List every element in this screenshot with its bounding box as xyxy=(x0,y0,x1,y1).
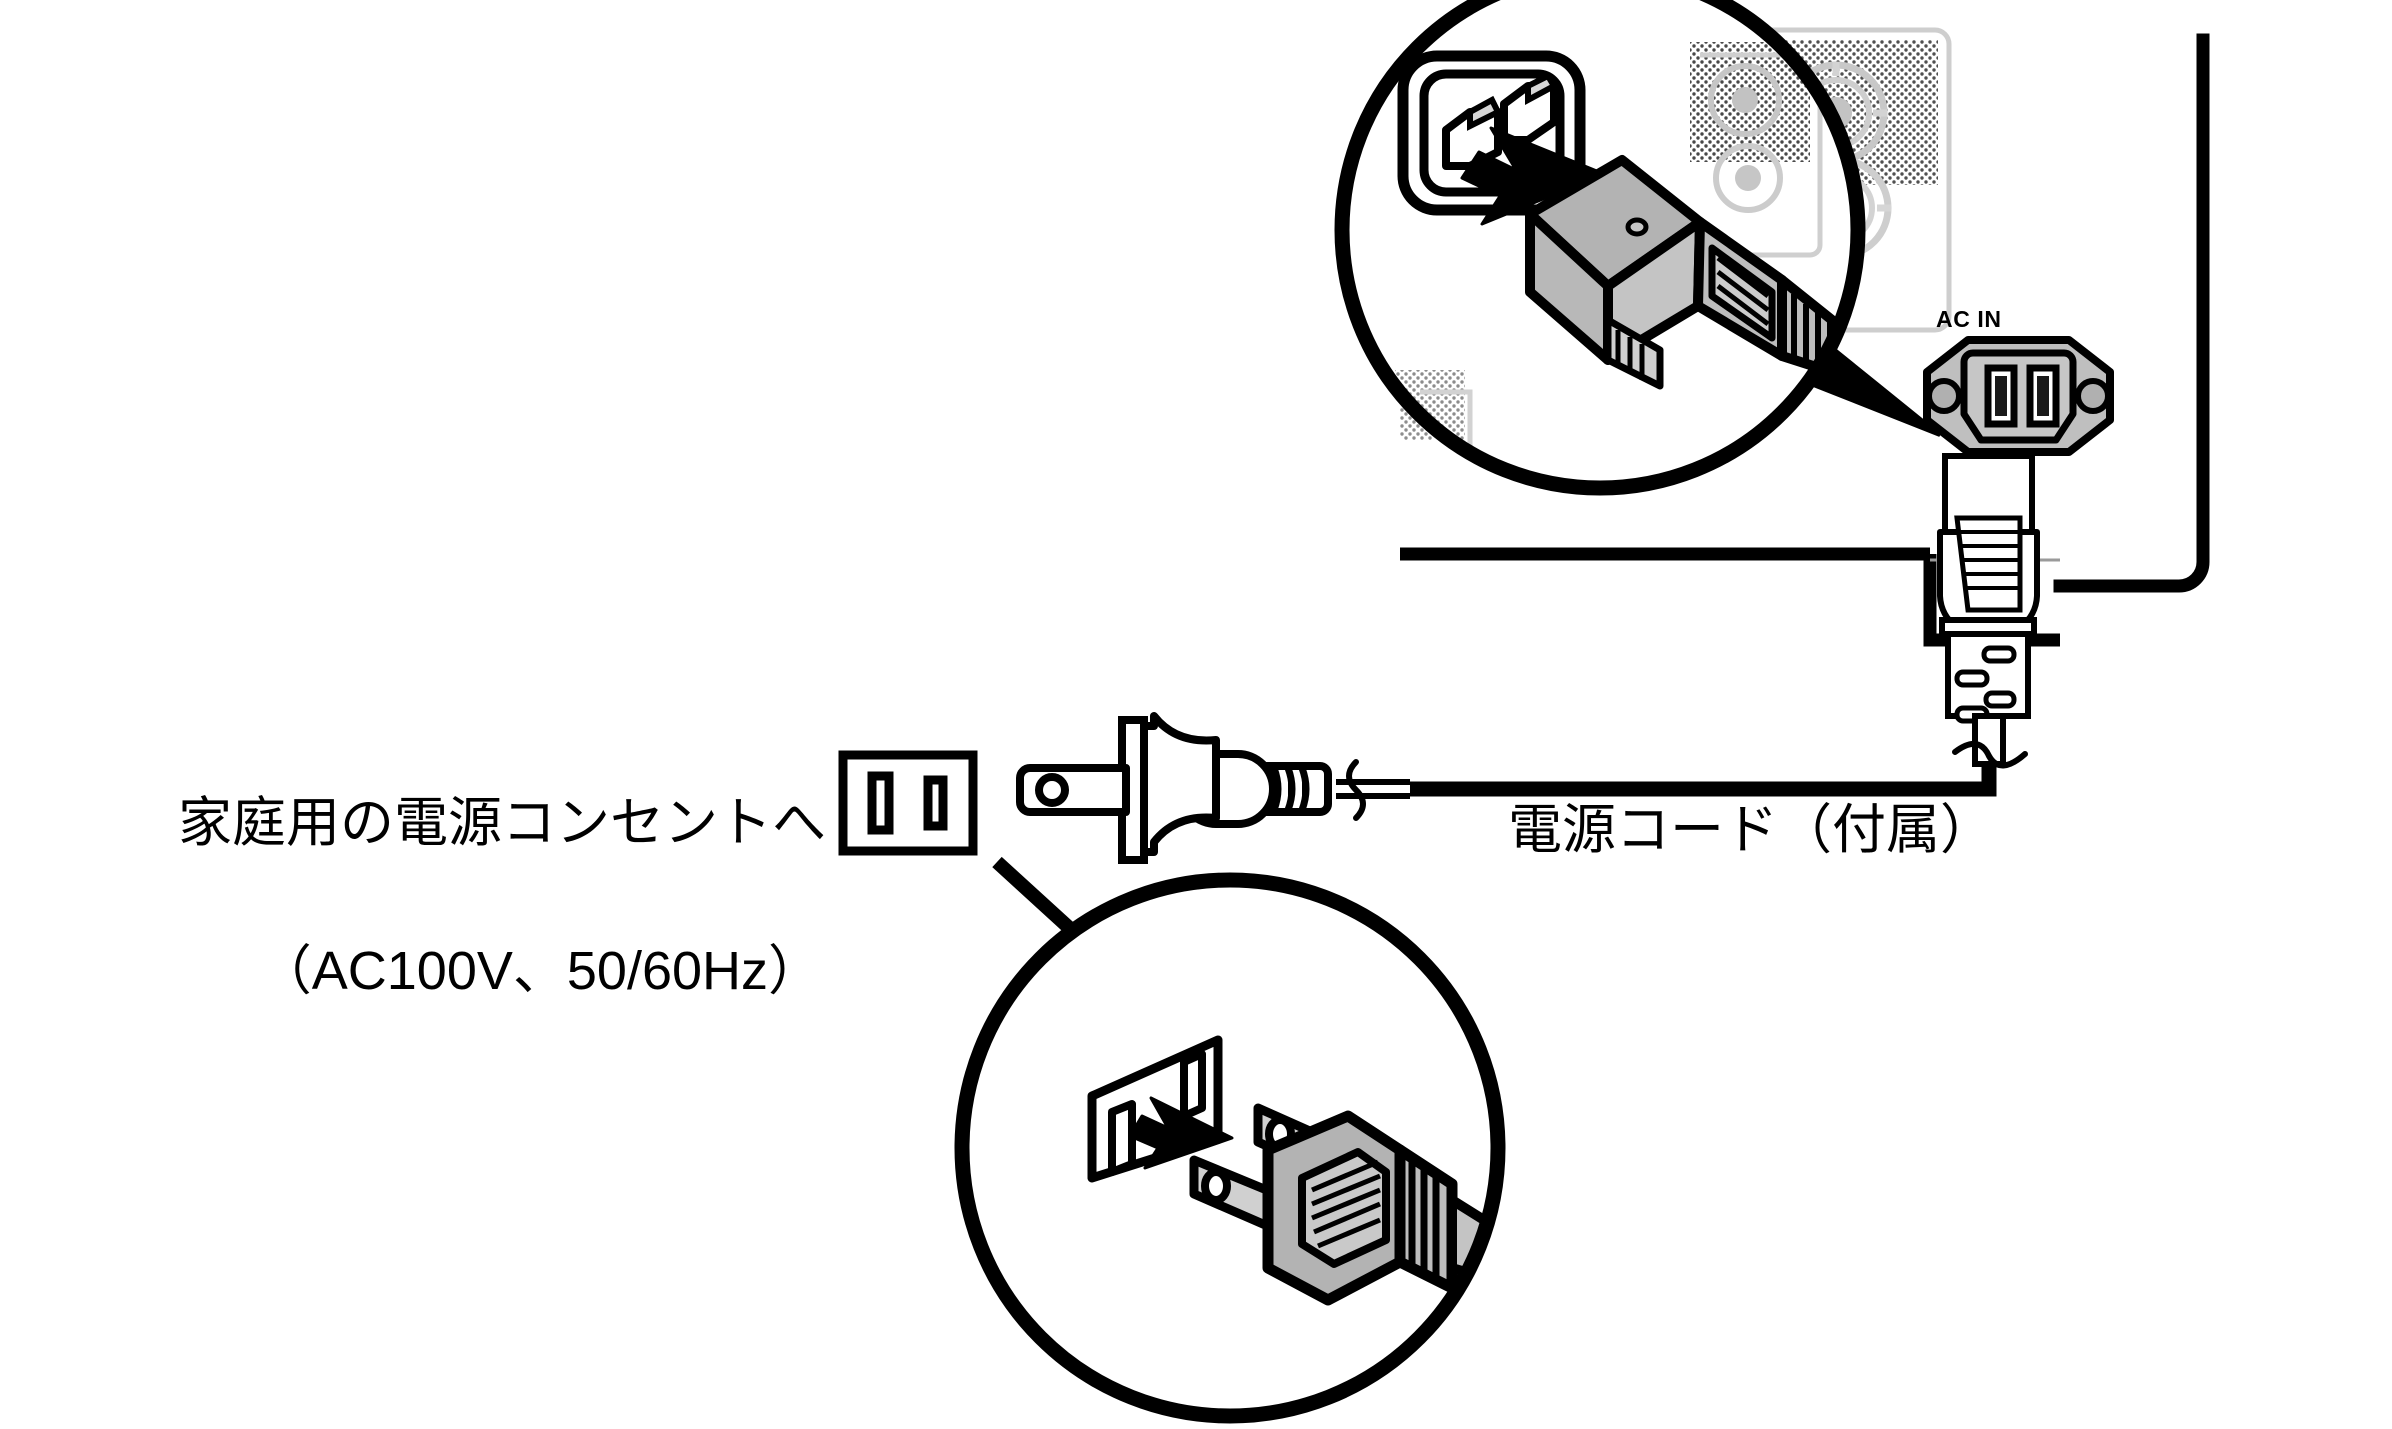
boot-slots xyxy=(1954,645,2017,724)
plug-body xyxy=(1134,712,1220,856)
ac-inlet-magnifier xyxy=(1334,0,1866,496)
plug-lead-break-symbol xyxy=(1346,759,1366,821)
outlet-slot-right xyxy=(923,775,948,831)
lens-connector-dimple xyxy=(1625,217,1649,237)
magnifier-rim-top xyxy=(1334,0,1866,496)
inlet-screw-hole-right xyxy=(2075,378,2111,414)
lens-inlet-pin-right-top xyxy=(1525,72,1559,106)
plug-blade-hole xyxy=(1035,773,1069,807)
connector-grip-ribs xyxy=(1959,530,2018,590)
lens-inlet-pin-left-top xyxy=(1467,95,1503,131)
magnifier-rim-bottom xyxy=(954,872,1506,1424)
ac-inlet xyxy=(1923,336,2114,456)
wall-outlet-label-line1: 家庭用の電源コンセントへ xyxy=(178,793,827,853)
inlet-pin-left xyxy=(1995,376,2007,416)
lens-plug-boot-ribs xyxy=(1408,1158,1440,1284)
lens-insertion-arrow-top xyxy=(1460,126,1606,226)
plug-lead-wires xyxy=(1336,779,1410,799)
panel-right-edge xyxy=(2053,33,2210,593)
lens-lower-outline xyxy=(1420,389,1473,462)
lens-outlet-slot-right xyxy=(1180,1050,1206,1120)
wall-outlet-magnifier xyxy=(954,872,1506,1424)
inlet-pin-right xyxy=(2037,376,2049,416)
lens-wall-plug xyxy=(1189,1103,1498,1306)
outlet-slot-left xyxy=(867,771,894,835)
power-cord-label: 電源コード（付属） xyxy=(1508,800,1994,860)
lens-post-lower-core xyxy=(1735,165,1761,191)
lens-plug-blade-lower-hole xyxy=(1201,1168,1231,1204)
lens-binding-post-upper xyxy=(1708,63,1782,137)
power-cord-route xyxy=(1410,762,1997,797)
lens-plug-grip-ribs xyxy=(1311,1159,1381,1249)
cord-break-symbol xyxy=(1952,741,2028,769)
iec-connector-front-view xyxy=(1937,453,2040,769)
terminal-block-outline xyxy=(1760,27,1952,333)
lens-connector-grip-ribs xyxy=(1716,256,1770,326)
wall-plug-side-view xyxy=(1016,712,1410,864)
inlet-screw-hole-left xyxy=(1926,378,1962,414)
outlet-faceplate xyxy=(838,750,978,856)
lens-connector-latch-strip xyxy=(1604,316,1664,390)
ac-in-label: AC IN xyxy=(1936,306,2002,332)
wall-outlet-label-line2: （AC100V、50/60Hz） xyxy=(257,941,823,1001)
lens-insertion-arrow-bottom xyxy=(1128,1096,1234,1170)
lens-latch-ribs xyxy=(1615,330,1645,380)
lens-outlet-slot-left xyxy=(1108,1100,1136,1176)
lens-binding-post-lower xyxy=(1713,143,1783,213)
lens-iec-connector xyxy=(1525,155,1858,429)
lens-post-upper-core xyxy=(1732,87,1758,113)
wall-outlet-symbol xyxy=(838,750,978,856)
wall-outlet-label: 家庭用の電源コンセントへ （AC100V、50/60Hz） xyxy=(118,712,826,1156)
